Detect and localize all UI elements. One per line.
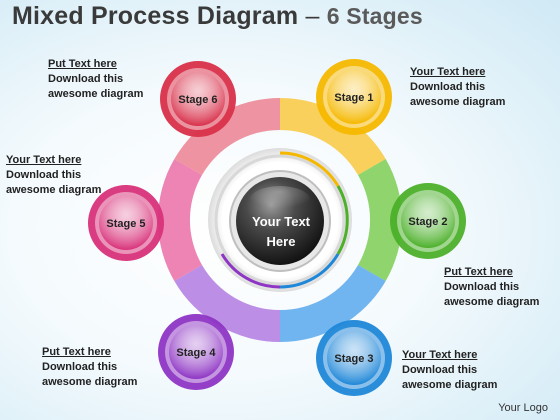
center-gloss (250, 186, 310, 214)
stage-label: Stage 5 (106, 218, 145, 230)
sector-1 (280, 97, 386, 175)
logo-text: Your Logo (498, 402, 548, 414)
ring-arc-4 (220, 253, 281, 289)
stage-label: Stage 2 (408, 216, 447, 228)
note-heading: Your Text here (410, 66, 486, 78)
stage-inner-disc (327, 70, 381, 124)
stage-inner-disc (327, 331, 381, 385)
note-heading: Put Text here (48, 58, 117, 70)
stage-label: Stage 6 (178, 94, 217, 106)
stage-inner-disc (171, 72, 225, 126)
stage-circle-6: Stage 6 (160, 61, 236, 137)
title-sub: 6 Stages (326, 3, 423, 29)
note-stage-1: Your Text here Download this awesome dia… (410, 65, 505, 110)
inner-ring-border (214, 154, 346, 286)
ring-arc-2 (336, 185, 349, 255)
stage-label: Stage 4 (176, 347, 216, 359)
note-line1: Download this (48, 73, 124, 85)
pie-sectors (157, 97, 403, 343)
stage-circle-5: Stage 5 (88, 185, 164, 261)
stage-label: Stage 3 (334, 353, 373, 365)
note-heading: Your Text here (402, 349, 478, 361)
note-line2: awesome diagram (410, 96, 506, 108)
page-title: Mixed Process Diagram – 6 Stages (12, 2, 423, 31)
note-heading: Put Text here (42, 346, 111, 358)
note-stage-3: Your Text here Download this awesome dia… (402, 348, 497, 393)
note-heading: Put Text here (444, 266, 513, 278)
center-text-line2: Here (267, 234, 296, 249)
stage-circle-4: Stage 4 (158, 314, 234, 390)
sector-2 (358, 159, 403, 281)
note-line1: Download this (402, 364, 478, 376)
title-dash: – (305, 2, 320, 30)
stage-circle-2: Stage 2 (390, 183, 466, 259)
note-line2: awesome diagram (402, 379, 498, 391)
sector-3 (280, 265, 386, 342)
center-text-line1: Your Text (252, 214, 311, 229)
note-stage-2: Put Text here Download this awesome diag… (444, 265, 539, 310)
note-line2: awesome diagram (42, 376, 138, 388)
title-main: Mixed Process Diagram (12, 2, 299, 30)
note-line1: Download this (444, 281, 520, 293)
note-line2: awesome diagram (6, 184, 102, 196)
note-stage-6: Put Text here Download this awesome diag… (48, 57, 143, 102)
sector-4 (174, 265, 280, 343)
sector-6 (174, 97, 280, 175)
ring-arc-1 (279, 151, 340, 187)
stage-circles: Stage 1 Stage 2 Stage 3 Stage 4 Stage 5 Stage… (88, 59, 466, 396)
ring-arc-3 (279, 253, 340, 289)
note-line1: Download this (6, 169, 82, 181)
stage-inner-disc (169, 325, 223, 379)
note-stage-4: Put Text here Download this awesome diag… (42, 345, 137, 390)
stage-circle-1: Stage 1 (316, 59, 392, 135)
stage-circle-3: Stage 3 (316, 320, 392, 396)
stage-inner-disc (99, 196, 153, 250)
note-line1: Download this (410, 81, 486, 93)
stage-inner-disc (401, 194, 455, 248)
stage-label: Stage 1 (334, 92, 373, 104)
note-stage-5: Your Text here Download this awesome dia… (6, 153, 101, 198)
note-line1: Download this (42, 361, 118, 373)
note-heading: Your Text here (6, 154, 82, 166)
sector-5 (157, 159, 202, 281)
note-line2: awesome diagram (444, 296, 540, 308)
note-line2: awesome diagram (48, 88, 144, 100)
